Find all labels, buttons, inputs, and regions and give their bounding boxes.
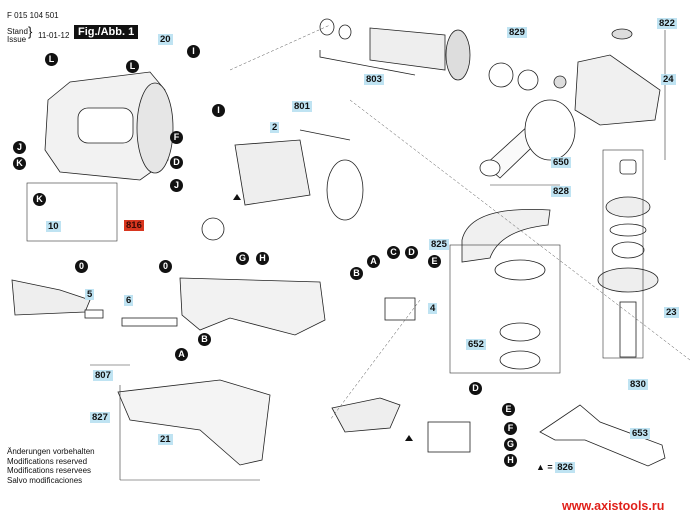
connector-k: K bbox=[13, 157, 26, 170]
note-fr: Modifications reservees bbox=[7, 466, 92, 475]
connector-h: H bbox=[256, 252, 269, 265]
triangle-legend-symbol: ▲ = bbox=[536, 462, 553, 472]
connector-d: D bbox=[405, 246, 418, 259]
side-handle-drawing bbox=[479, 99, 576, 179]
connector-l: L bbox=[126, 60, 139, 73]
part-tag-801[interactable]: 801 bbox=[292, 101, 312, 112]
connector-c: C bbox=[387, 246, 400, 259]
figure-label: Fig./Abb. 1 bbox=[74, 25, 139, 39]
brace: } bbox=[28, 24, 33, 39]
connector-0: 0 bbox=[159, 260, 172, 273]
connector-a: A bbox=[175, 348, 188, 361]
part-tag-827[interactable]: 827 bbox=[90, 412, 110, 423]
connector-k: K bbox=[33, 193, 46, 206]
triangle-marker bbox=[233, 194, 241, 200]
note-es: Salvo modificaciones bbox=[7, 475, 83, 485]
website-link[interactable]: www.axistools.ru bbox=[562, 499, 665, 513]
connector-d: D bbox=[469, 382, 482, 395]
spanner-wrench-drawing bbox=[539, 404, 666, 467]
triangle-marker bbox=[405, 435, 413, 441]
gear-head-drawing bbox=[488, 28, 661, 126]
connector-j: J bbox=[13, 141, 26, 154]
armature-drawing bbox=[319, 18, 471, 81]
connector-f: F bbox=[504, 422, 517, 435]
part-tag-826[interactable]: 826 bbox=[555, 462, 576, 473]
part-tag-4[interactable]: 4 bbox=[428, 303, 438, 314]
connector-e: E bbox=[502, 403, 515, 416]
part-tag-652[interactable]: 652 bbox=[466, 339, 486, 350]
part-tag-2[interactable]: 2 bbox=[270, 122, 280, 133]
stand-label: Stand bbox=[7, 27, 28, 36]
connector-j: J bbox=[170, 179, 183, 192]
part-tag-803[interactable]: 803 bbox=[364, 74, 384, 85]
note-en: Modifications reserved bbox=[7, 456, 88, 466]
switch-parts-drawing bbox=[201, 217, 471, 453]
part-tag-816[interactable]: 816 bbox=[124, 220, 144, 231]
part-tag-828[interactable]: 828 bbox=[551, 186, 571, 197]
motor-housing-drawing bbox=[44, 71, 174, 181]
connector-g: G bbox=[504, 438, 517, 451]
part-tag-822[interactable]: 822 bbox=[657, 18, 677, 29]
stator-drawing bbox=[234, 129, 364, 221]
part-tag-20[interactable]: 20 bbox=[158, 34, 173, 45]
part-tag-653[interactable]: 653 bbox=[630, 428, 650, 439]
issue-label: Issue bbox=[7, 35, 27, 44]
spindle-stack-drawing bbox=[597, 159, 659, 358]
connector-e: E bbox=[428, 255, 441, 268]
wheel-guard-drawing bbox=[461, 209, 551, 370]
part-tag-24[interactable]: 24 bbox=[661, 74, 676, 85]
part-tag-23[interactable]: 23 bbox=[664, 307, 679, 318]
note-de: Änderungen vorbehalten bbox=[7, 447, 95, 456]
part-tag-21[interactable]: 21 bbox=[158, 434, 173, 445]
connector-b: B bbox=[198, 333, 211, 346]
connector-a: A bbox=[367, 255, 380, 268]
part-tag-10[interactable]: 10 bbox=[46, 221, 61, 232]
connector-i: I bbox=[187, 45, 200, 58]
part-tag-825[interactable]: 825 bbox=[429, 239, 449, 250]
part-tag-829[interactable]: 829 bbox=[507, 27, 527, 38]
connector-d: D bbox=[170, 156, 183, 169]
triangle-legend: ▲ = 826 bbox=[536, 462, 576, 473]
document-number: F 015 104 501 bbox=[7, 11, 59, 20]
issue-date: 11-01-12 bbox=[38, 31, 70, 40]
part-tag-5[interactable]: 5 bbox=[85, 289, 95, 300]
connector-i: I bbox=[212, 104, 225, 117]
connector-l: L bbox=[45, 53, 58, 66]
part-tag-807[interactable]: 807 bbox=[93, 370, 113, 381]
rear-housing-drawing bbox=[11, 277, 326, 466]
part-tag-830[interactable]: 830 bbox=[628, 379, 648, 390]
connector-0: 0 bbox=[75, 260, 88, 273]
connector-f: F bbox=[170, 131, 183, 144]
connector-h: H bbox=[504, 454, 517, 467]
connector-b: B bbox=[350, 267, 363, 280]
part-tag-6[interactable]: 6 bbox=[124, 295, 134, 306]
connector-g: G bbox=[236, 252, 249, 265]
footer-notes: Änderungen vorbehalten Modifications res… bbox=[7, 447, 95, 485]
part-tag-650[interactable]: 650 bbox=[551, 157, 571, 168]
